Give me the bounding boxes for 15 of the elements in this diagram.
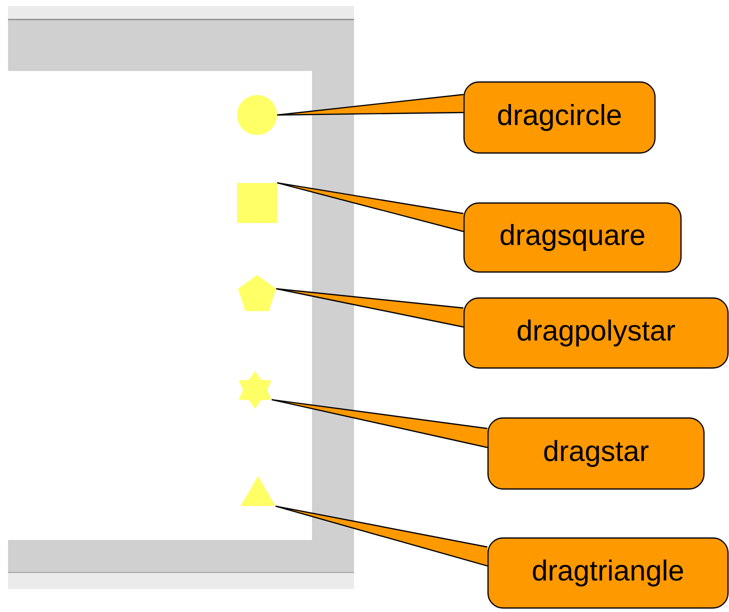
triangle-shape (240, 476, 276, 506)
callout-pointer (272, 399, 488, 448)
callout-pointer (276, 288, 464, 328)
square-shape (237, 182, 277, 223)
callout-box: dragstar (487, 417, 705, 490)
star-shape (238, 370, 272, 409)
callout-box: dragpolystar (463, 297, 729, 369)
pentagon-shape (238, 274, 276, 312)
circle-shape (237, 94, 277, 135)
callout-pointer (277, 94, 464, 116)
callout-box: dragtriangle (487, 537, 729, 609)
callout-pointer (277, 182, 464, 232)
callout-pointer (276, 506, 488, 567)
callout-box: dragsquare (463, 202, 682, 273)
callout-box: dragcircle (463, 81, 656, 154)
